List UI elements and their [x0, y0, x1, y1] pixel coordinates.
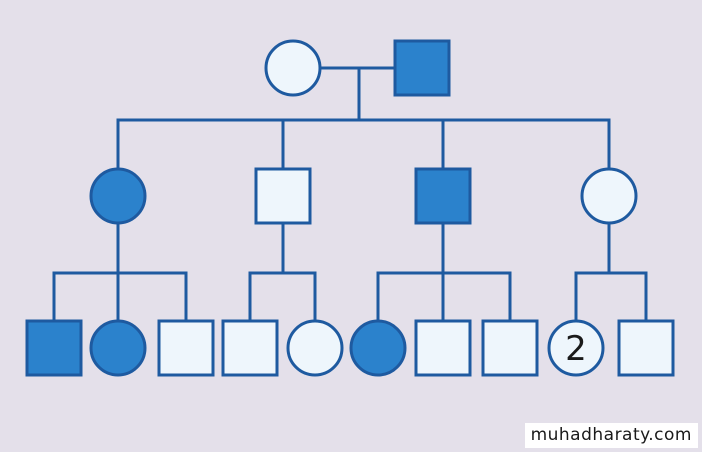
male-unaffected-symbol-g3-a3: [157, 319, 215, 377]
male-affected-symbol-g3-a1: [25, 319, 83, 377]
female-unaffected-symbol-g1-mother: [264, 39, 322, 97]
male-unaffected-symbol-g3-d2: [617, 319, 675, 377]
male-affected-symbol-g2-son-2: [414, 167, 472, 225]
male-unaffected-symbol-g3-c3: [481, 319, 539, 377]
female-affected-symbol-g2-daughter-1: [89, 167, 147, 225]
female-unaffected-symbol-g3-d1: [547, 319, 605, 377]
male-affected-symbol-g1-father: [393, 39, 451, 97]
connector-lines: [52, 66, 648, 323]
pedigree-symbols: 2: [25, 39, 675, 377]
female-affected-symbol-g3-c1: [349, 319, 407, 377]
male-unaffected-symbol-g3-b1: [221, 319, 279, 377]
female-unaffected-symbol-g3-b2: [286, 319, 344, 377]
female-affected-symbol-g3-a2: [89, 319, 147, 377]
member-count-label-g3-d1: 2: [565, 329, 587, 369]
male-unaffected-symbol-g3-c2: [414, 319, 472, 377]
watermark: muhadharaty.com: [524, 423, 698, 448]
male-unaffected-symbol-g2-son-1: [254, 167, 312, 225]
female-unaffected-symbol-g2-daughter-2: [580, 167, 638, 225]
